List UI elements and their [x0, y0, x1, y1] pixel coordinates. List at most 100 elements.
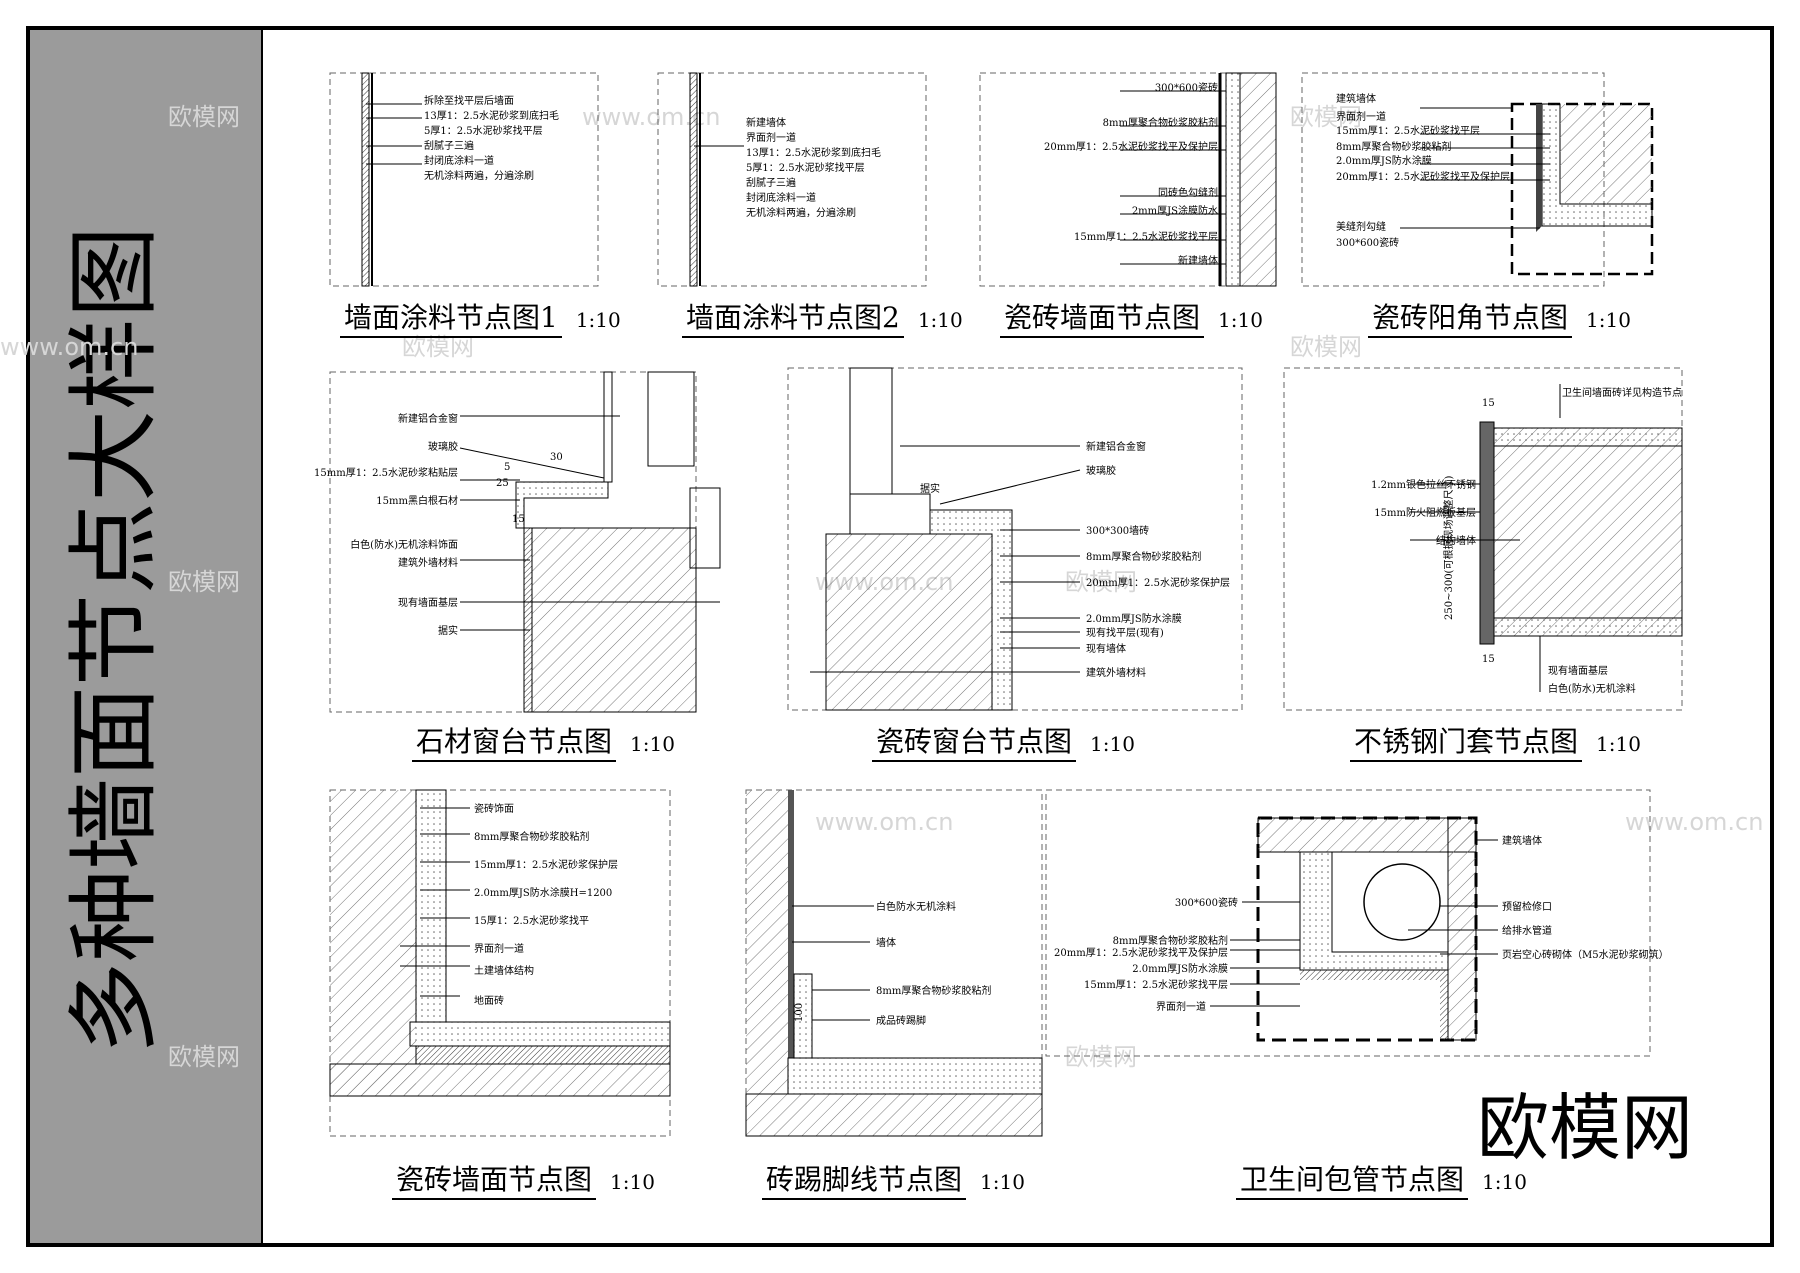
callout-label: 2mm厚JS涂膜防水 — [1132, 204, 1218, 217]
callout-label: 8mm厚聚合物砂浆胶粘剂 — [1336, 140, 1451, 153]
callout-label: 2.0mm厚JS防水涂膜 — [1086, 612, 1182, 625]
callout-label: 土建墙体结构 — [474, 964, 534, 977]
callout-label: 30 — [550, 452, 563, 463]
callout-label: 20mm厚1：2.5水泥砂浆找平及保护层 — [1054, 946, 1228, 959]
callout-labels: 拆除至找平层后墙面13厚1：2.5水泥砂浆到底扫毛5厚1：2.5水泥砂浆找平层刮… — [314, 81, 1682, 1027]
callout-label: 2.0mm厚JS防水涂膜H=1200 — [474, 886, 612, 899]
detail-tile-wall-floor — [329, 789, 671, 1137]
callout-label: 界面剂一道 — [1156, 1000, 1206, 1013]
callout-label: 5厚1：2.5水泥砂浆找平层 — [746, 161, 865, 174]
callout-label: 拆除至找平层后墙面 — [424, 94, 514, 107]
callout-label: 13厚1：2.5水泥砂浆到底扫毛 — [424, 109, 559, 122]
callout-label: 建筑外墙材料 — [398, 556, 458, 569]
callout-label: 瓷砖饰面 — [474, 802, 514, 815]
callout-label: 现有墙体 — [1086, 642, 1126, 655]
callout-label: 界面剂一道 — [474, 942, 524, 955]
callout-label: 15mm厚1：2.5水泥砂浆保护层 — [474, 858, 618, 871]
callout-label: 给排水管道 — [1502, 924, 1552, 937]
callout-label: 15 — [512, 514, 525, 525]
callout-label: 新建铝合金窗 — [398, 412, 458, 425]
callout-label: 15mm厚1：2.5水泥砂浆粘贴层 — [314, 466, 458, 479]
callout-label: 250~300(可根据现场调整尺寸) — [1442, 476, 1455, 620]
callout-label: 现有找平层(现有) — [1086, 626, 1164, 639]
callout-label: 封闭底涂料一道 — [746, 191, 816, 204]
sheet-title: 多种墙面节点大样图 — [61, 226, 168, 1054]
svg-text:欧模网: 欧模网 — [168, 1043, 240, 1071]
callout-label: 白色防水无机涂料 — [876, 900, 956, 913]
title-band — [30, 30, 262, 1243]
callout-label: 300*600瓷砖 — [1175, 896, 1238, 909]
callout-label: 据实 — [920, 482, 940, 495]
callout-label: 白色(防水)无机涂料饰面 — [350, 538, 458, 551]
callout-label: 8mm厚聚合物砂浆胶粘剂 — [876, 984, 991, 997]
callout-label: 5 — [504, 462, 510, 473]
callout-label: 同砖色勾缝剂 — [1158, 186, 1218, 199]
callout-label: 300*600瓷砖 — [1155, 81, 1218, 94]
svg-text:欧模网: 欧模网 — [1065, 1043, 1137, 1071]
callout-label: 15mm黑白根石材 — [376, 494, 458, 507]
callout-label: 新建墙体 — [1178, 254, 1218, 267]
callout-label: 美缝剂勾缝 — [1336, 220, 1386, 233]
callout-label: 20mm厚1：2.5水泥砂浆保护层 — [1086, 576, 1230, 589]
callout-label: 预留检修口 — [1502, 900, 1552, 913]
callout-label: 15mm厚1：2.5水泥砂浆找平层 — [1074, 230, 1218, 243]
callout-label: 成品砖踢脚 — [876, 1014, 926, 1027]
callout-label: 刮腻子三遍 — [746, 176, 796, 189]
detail-pipe-box — [1045, 789, 1651, 1057]
callout-label: 5厚1：2.5水泥砂浆找平层 — [424, 124, 543, 137]
callout-label: 地面砖 — [474, 994, 504, 1007]
callout-label: 新建墙体 — [746, 116, 786, 129]
callout-label: 现有墙面基层 — [1548, 664, 1608, 677]
callout-label: 15厚1：2.5水泥砂浆找平 — [474, 914, 589, 927]
callout-label: 100 — [794, 1003, 805, 1022]
callout-label: 白色(防水)无机涂料 — [1548, 682, 1636, 695]
detail-tile-sill — [787, 367, 1243, 711]
callout-label: 300*600瓷砖 — [1336, 236, 1399, 249]
callout-label: 13厚1：2.5水泥砂浆到底扫毛 — [746, 146, 881, 159]
callout-label: 建筑墙体 — [1336, 92, 1376, 105]
callout-label: 结构墙体 — [1436, 534, 1476, 547]
svg-text:欧模网: 欧模网 — [168, 568, 240, 596]
callout-label: 无机涂料两遍，分遍涂刷 — [424, 169, 534, 182]
callout-label: 新建铝合金窗 — [1086, 440, 1146, 453]
callout-label: 2.0mm厚JS防水涂膜 — [1132, 962, 1228, 975]
svg-text:www.om.cn: www.om.cn — [0, 333, 138, 361]
svg-text:www.om.cn: www.om.cn — [815, 808, 953, 836]
detail-wall-paint-1 — [329, 72, 599, 287]
callout-label: 15mm厚1：2.5水泥砂浆找平层 — [1336, 124, 1480, 137]
callout-label: 玻璃胶 — [1086, 464, 1116, 477]
callout-label: 建筑墙体 — [1502, 834, 1542, 847]
callout-label: 现有墙面基层 — [398, 596, 458, 609]
callout-label: 8mm厚聚合物砂浆胶粘剂 — [1086, 550, 1201, 563]
brand-watermark: 欧模网 — [1477, 1086, 1693, 1170]
detail-stone-sill — [329, 371, 721, 713]
detail-tile-corner — [1301, 72, 1654, 287]
callout-label: 15 — [1482, 654, 1495, 665]
callout-label: 玻璃胶 — [428, 440, 458, 453]
callout-label: 卫生间墙面砖详见构造节点 — [1562, 386, 1682, 399]
svg-text:欧模网: 欧模网 — [1290, 333, 1362, 361]
svg-text:www.om.cn: www.om.cn — [1625, 808, 1763, 836]
callout-label: 界面剂一道 — [1336, 110, 1386, 123]
callout-label: 墙体 — [876, 936, 896, 949]
detail-tile-wall — [979, 72, 1277, 287]
callout-label: 8mm厚聚合物砂浆胶粘剂 — [474, 830, 589, 843]
callout-label: 8mm厚聚合物砂浆胶粘剂 — [1103, 116, 1218, 129]
callout-label: 封闭底涂料一道 — [424, 154, 494, 167]
callout-label: 刮腻子三遍 — [424, 139, 474, 152]
callout-label: 25 — [496, 478, 509, 489]
callout-label: 20mm厚1：2.5水泥砂浆找平及保护层 — [1336, 170, 1510, 183]
callout-label: 15mm防火阻燃板基层 — [1374, 506, 1476, 519]
callout-label: 建筑外墙材料 — [1086, 666, 1146, 679]
svg-text:欧模网: 欧模网 — [168, 103, 240, 131]
